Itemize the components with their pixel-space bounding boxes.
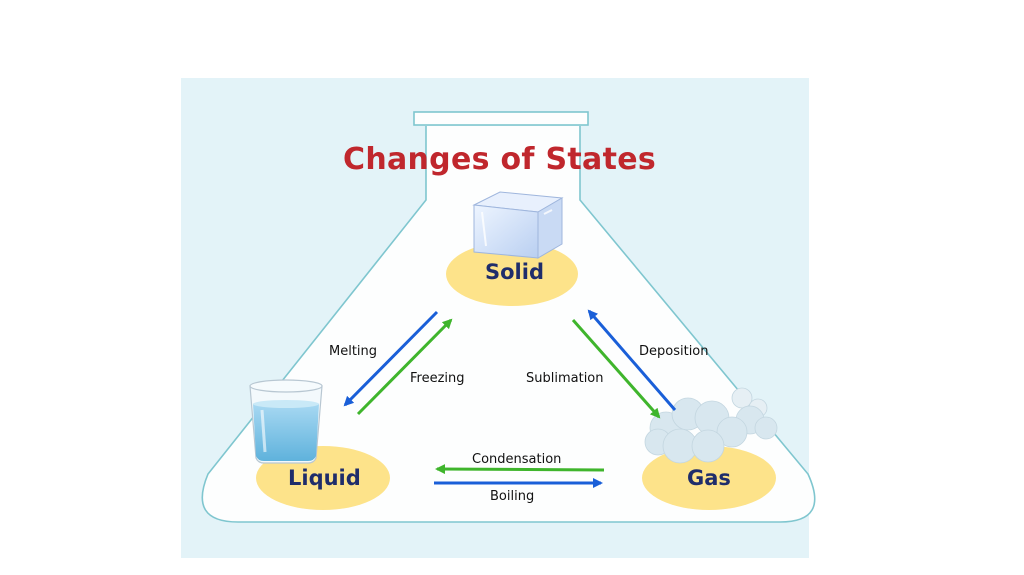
- state-liquid-label: Liquid: [288, 466, 361, 490]
- deposition-label: Deposition: [639, 344, 709, 359]
- steam-cloud-icon: [644, 387, 778, 464]
- state-gas-label: Gas: [687, 466, 731, 490]
- sublimation-label: Sublimation: [526, 371, 604, 386]
- melting-arrow: [343, 310, 439, 407]
- melting-label: Melting: [329, 344, 378, 359]
- ice-cube-icon: [472, 191, 564, 259]
- condensation-arrow: [435, 464, 605, 475]
- sublimation-arrow: [571, 319, 661, 419]
- page-title: Changes of States: [343, 142, 657, 177]
- water-glass-icon: [249, 379, 323, 464]
- condensation-label: Condensation: [472, 452, 562, 467]
- deposition-arrow: [587, 309, 677, 411]
- freezing-arrow: [356, 318, 453, 416]
- solid-disk: [446, 242, 578, 306]
- freezing-label: Freezing: [410, 371, 465, 386]
- state-solid-label: Solid: [485, 260, 544, 284]
- boiling-label: Boiling: [490, 489, 535, 504]
